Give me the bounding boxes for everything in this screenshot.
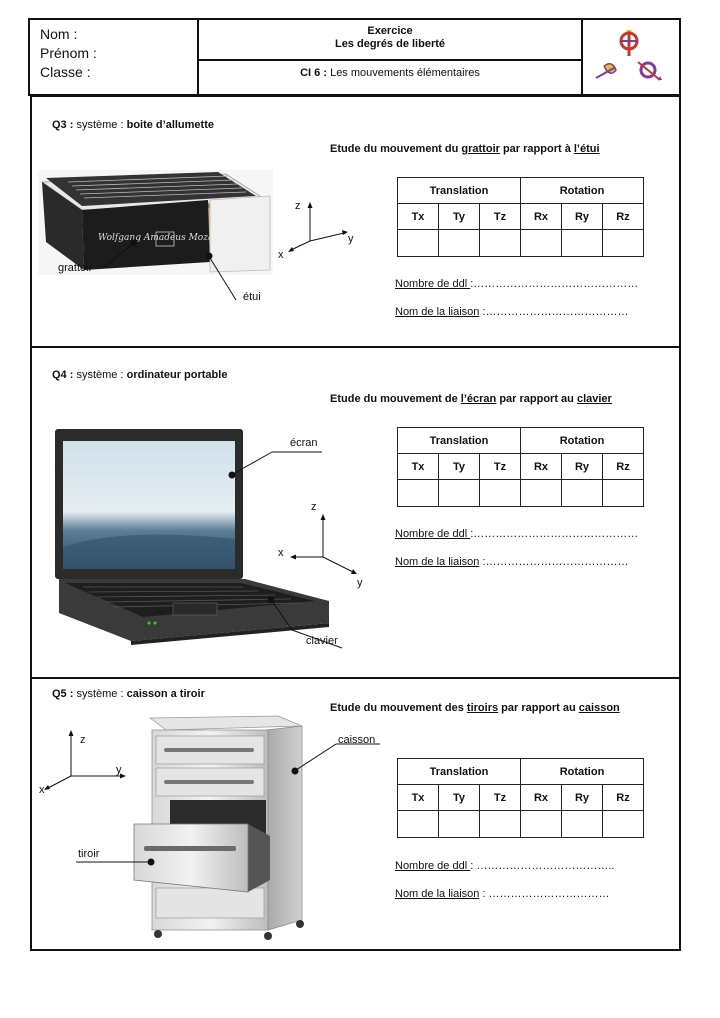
- q5-part-label-caisson: caisson: [338, 734, 376, 746]
- q5-cell-tz[interactable]: [479, 810, 521, 838]
- q3-ddl-table: Translation Rotation Tx Ty Tz Rx Ry Rz: [397, 177, 644, 257]
- q5-col-tx: Tx: [397, 784, 439, 811]
- q5-th-translation: Translation: [397, 758, 521, 785]
- q4-axis-z: z: [311, 501, 317, 513]
- q3-system: boite d’allumette: [126, 119, 214, 131]
- q5-col-ry: Ry: [561, 784, 603, 811]
- q5-ddl-line[interactable]: Nombre de ddl : ………………………………..: [395, 860, 615, 872]
- q4-part: l’écran: [460, 393, 497, 405]
- q5-cell-ty[interactable]: [438, 810, 480, 838]
- q3-liaison-line[interactable]: Nom de la liaison :…………………………………: [395, 306, 629, 318]
- q3-th-rotation: Rotation: [520, 177, 644, 204]
- classe-label: Classe :: [40, 64, 91, 80]
- q5-axis-x: x: [39, 784, 45, 796]
- q4-liaison-line[interactable]: Nom de la liaison :…………………………………: [395, 556, 629, 568]
- q4-th-rotation: Rotation: [520, 427, 644, 454]
- q5-th-rotation: Rotation: [520, 758, 644, 785]
- q5-part-label-tiroir: tiroir: [78, 848, 100, 860]
- q3-part: grattoir: [461, 143, 500, 155]
- q3-col-rz: Rz: [602, 203, 644, 230]
- q3-axis-y: y: [348, 233, 354, 245]
- q4-cell-rx[interactable]: [520, 479, 562, 507]
- q5-ref: caisson: [578, 702, 620, 714]
- q5-etude: Etude du mouvement des tiroirs par rappo…: [330, 702, 620, 714]
- q4-col-ty: Ty: [438, 453, 480, 480]
- exercise-title: Exercice Les degrés de liberté: [199, 25, 581, 51]
- q3-col-tz: Tz: [479, 203, 521, 230]
- q5-col-rx: Rx: [520, 784, 562, 811]
- q5-col-rz: Rz: [602, 784, 644, 811]
- q5-col-tz: Tz: [479, 784, 521, 811]
- logo-top-icon: [619, 30, 639, 56]
- header-divider-2: [581, 18, 583, 96]
- q4-part-label-ecran: écran: [290, 437, 318, 449]
- q4-col-ry: Ry: [561, 453, 603, 480]
- q5-axis-y: y: [116, 764, 122, 776]
- title-line1: Exercice: [367, 25, 413, 37]
- q4-cell-rz[interactable]: [602, 479, 644, 507]
- q4-cell-ry[interactable]: [561, 479, 603, 507]
- q3-cell-rz[interactable]: [602, 229, 644, 257]
- q5-cell-tx[interactable]: [397, 810, 439, 838]
- q4-label: Q4 : système : ordinateur portable: [52, 369, 228, 381]
- header-divider-3: [197, 59, 583, 61]
- q4-col-rz: Rz: [602, 453, 644, 480]
- logo-left-icon: [595, 63, 617, 79]
- student-info: Nom : Prénom : Classe :: [40, 25, 97, 82]
- q3-th-translation: Translation: [397, 177, 521, 204]
- logo-right-icon: [637, 61, 662, 81]
- matchbox-image: Wolfgang Amadeus Mozart: [38, 170, 273, 275]
- q3-etude: Etude du mouvement du grattoir par rappo…: [330, 143, 600, 155]
- q3-cell-ry[interactable]: [561, 229, 603, 257]
- q3-part-label-grattoir: grattoir: [58, 262, 93, 274]
- header-divider-1: [197, 18, 199, 96]
- q3-cell-tx[interactable]: [397, 229, 439, 257]
- q5-part: tiroirs: [466, 702, 499, 714]
- q5-cell-rz[interactable]: [602, 810, 644, 838]
- q3-axis-x: x: [278, 249, 284, 261]
- q3-ref: l’étui: [573, 143, 600, 155]
- q4-system: ordinateur portable: [126, 369, 228, 381]
- q4-ref: clavier: [576, 393, 612, 405]
- q4-ddl-table: Translation Rotation Tx Ty Tz Rx Ry Rz: [397, 427, 644, 507]
- q3-ddl-line[interactable]: Nombre de ddl :………………………………………: [395, 278, 639, 290]
- q4-axis-x: x: [278, 547, 284, 559]
- q4-ddl-line[interactable]: Nombre de ddl :………………………………………: [395, 528, 639, 540]
- cabinet-image: [133, 715, 304, 940]
- section-q5: [30, 677, 681, 951]
- q4-cell-tz[interactable]: [479, 479, 521, 507]
- q3-cell-tz[interactable]: [479, 229, 521, 257]
- q4-col-tz: Tz: [479, 453, 521, 480]
- q5-ddl-table: Translation Rotation Tx Ty Tz Rx Ry Rz: [397, 758, 644, 838]
- q4-etude: Etude du mouvement de l’écran par rappor…: [330, 393, 612, 405]
- laptop-image: [55, 429, 329, 645]
- title-line2: Les degrés de liberté: [334, 38, 446, 50]
- q5-liaison-line[interactable]: Nom de la liaison : ……………………………: [395, 888, 610, 900]
- school-logo-icon: [595, 30, 662, 81]
- q5-cell-rx[interactable]: [520, 810, 562, 838]
- q5-col-ty: Ty: [438, 784, 480, 811]
- q3-axis-z: z: [295, 200, 301, 212]
- q5-label: Q5 : système : caisson a tiroir: [52, 688, 205, 700]
- nom-label: Nom :: [40, 26, 78, 42]
- prenom-label: Prénom :: [40, 45, 97, 61]
- q3-label: Q3 : système : boite d’allumette: [52, 119, 214, 131]
- q5-system: caisson a tiroir: [126, 688, 205, 700]
- q4-axis-y: y: [357, 577, 363, 589]
- q5-cell-ry[interactable]: [561, 810, 603, 838]
- svg-text:Wolfgang Amadeus Mozart: Wolfgang Amadeus Mozart: [98, 233, 222, 243]
- ci-subtitle: CI 6 : Les mouvements élémentaires: [199, 67, 581, 79]
- ci-text: Les mouvements élémentaires: [327, 67, 480, 79]
- q5-axis-z: z: [80, 734, 86, 746]
- ci-bold: CI 6 :: [300, 67, 328, 79]
- q3-part-label-etui: étui: [243, 291, 261, 303]
